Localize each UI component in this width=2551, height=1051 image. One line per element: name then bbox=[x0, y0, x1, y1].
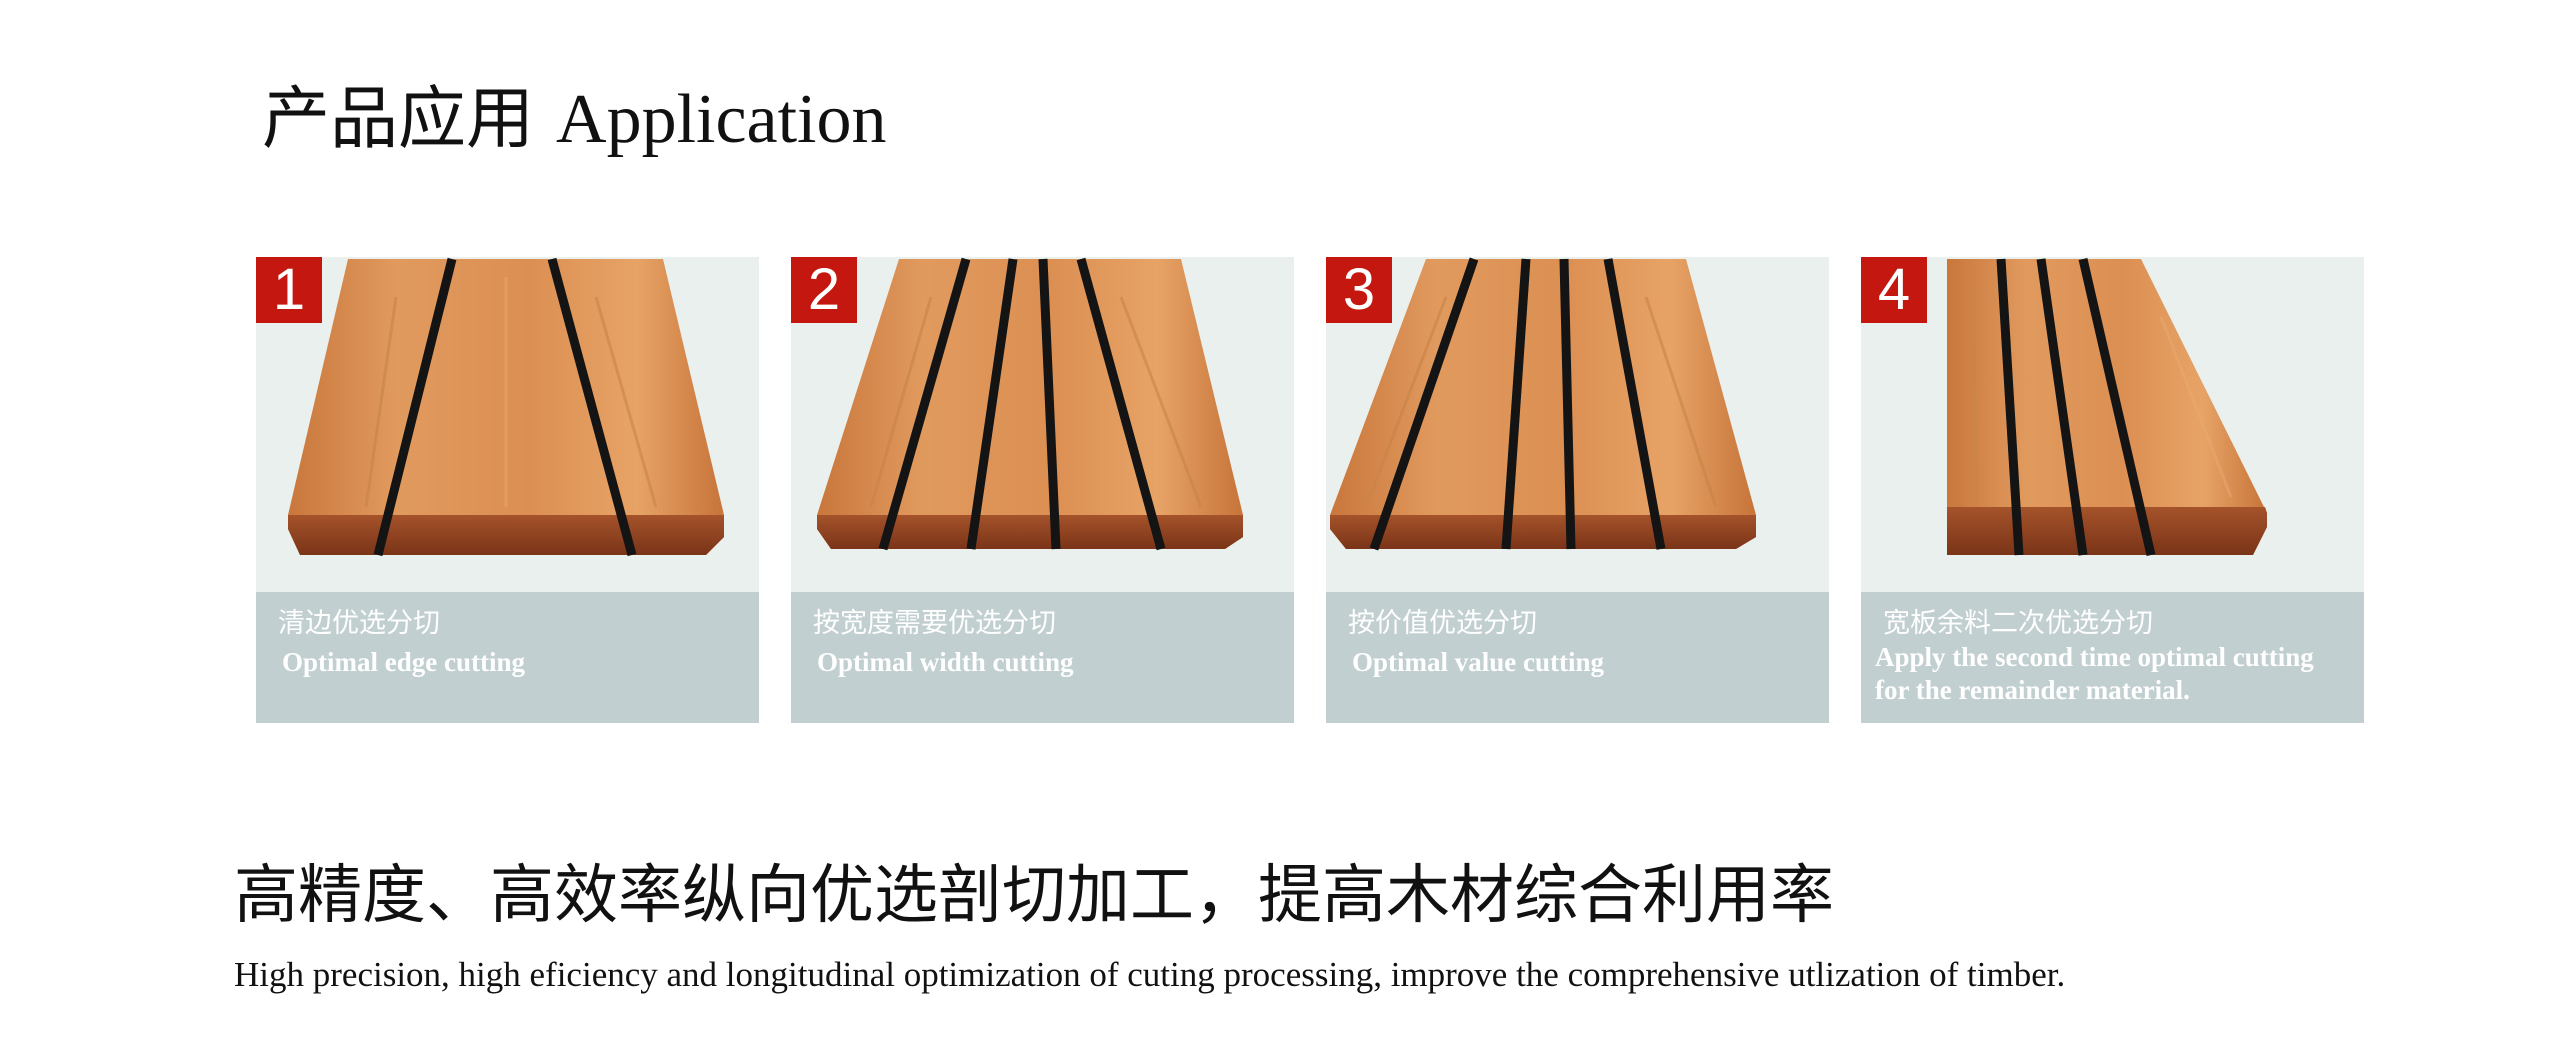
section-title-en: Application bbox=[556, 81, 887, 158]
wood-board-image bbox=[1326, 257, 1829, 592]
application-card-4: 4 宽板余料二次优选分切 Apply the second time optim… bbox=[1861, 257, 2364, 723]
card-caption: 按宽度需要优选分切 Optimal width cutting bbox=[791, 592, 1294, 723]
card-caption-en: Optimal value cutting bbox=[1352, 647, 1605, 677]
card-caption-cn: 按价值优选分切 bbox=[1348, 608, 1537, 639]
application-card-3: 3 按价值优选分切 Optimal value cutting bbox=[1326, 257, 1829, 723]
card-caption-en: Apply the second time optimal cutting fo… bbox=[1875, 642, 2314, 705]
card-caption-cn: 清边优选分切 bbox=[278, 608, 440, 639]
card-caption: 清边优选分切 Optimal edge cutting bbox=[256, 592, 759, 723]
wood-board-image bbox=[791, 257, 1294, 592]
card-caption: 宽板余料二次优选分切 Apply the second time optimal… bbox=[1861, 592, 2364, 723]
application-card-2: 2 按宽度需要优选分切 Optimal width cutting bbox=[791, 257, 1294, 723]
wood-board-image bbox=[1861, 257, 2364, 592]
card-number-badge: 3 bbox=[1326, 257, 1392, 323]
card-caption-cn: 按宽度需要优选分切 bbox=[813, 608, 1056, 639]
card-number-badge: 4 bbox=[1861, 257, 1927, 323]
card-number-badge: 2 bbox=[791, 257, 857, 323]
application-card-1: 1 清边优选分切 Optimal edge cutting bbox=[256, 257, 759, 723]
card-number-badge: 1 bbox=[256, 257, 322, 323]
card-caption: 按价值优选分切 Optimal value cutting bbox=[1326, 592, 1829, 723]
section-title-cn: 产品应用 bbox=[262, 80, 535, 159]
card-caption-cn: 宽板余料二次优选分切 bbox=[1883, 608, 2153, 639]
card-caption-en: Optimal width cutting bbox=[817, 647, 1074, 677]
headline-cn: 高精度、高效率纵向优选剖切加工，提高木材综合利用率 bbox=[234, 859, 1834, 933]
card-caption-en: Optimal edge cutting bbox=[282, 647, 525, 677]
headline-en: High precision, high eficiency and longi… bbox=[234, 955, 2066, 994]
section-title: 产品应用 Application bbox=[262, 72, 887, 168]
wood-board-image bbox=[256, 257, 759, 592]
